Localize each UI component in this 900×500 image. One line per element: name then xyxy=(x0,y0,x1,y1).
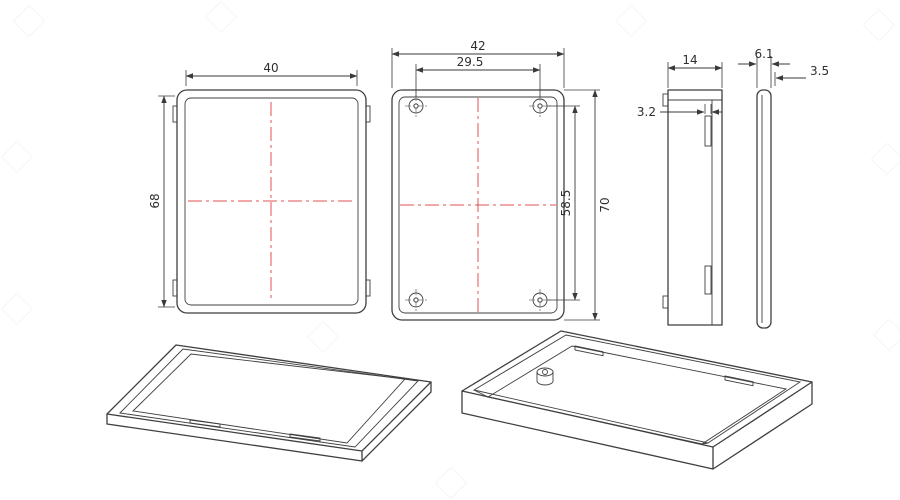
dimension-slot-width: 3.2 xyxy=(637,104,722,119)
inner-corner-edge xyxy=(473,389,489,398)
lid-inner-outline xyxy=(184,97,359,306)
watermark-icon xyxy=(0,292,34,326)
watermark-icon xyxy=(434,466,468,500)
dimension-side-depth: 14 xyxy=(667,53,723,88)
dim-label-base-width: 42 xyxy=(470,39,485,53)
watermark-icon xyxy=(614,4,648,38)
wall-slot xyxy=(724,375,754,387)
dimension-base-height: 70 xyxy=(564,89,612,321)
lid-top-view: 40 68 xyxy=(148,61,371,314)
base-front-right-wall xyxy=(712,381,813,470)
dim-label-base-height: 70 xyxy=(598,197,612,212)
lid-front-left-edge xyxy=(106,413,363,462)
dim-label-hole-pitch-x: 29.5 xyxy=(457,55,484,69)
dim-label-lid-width: 40 xyxy=(263,61,278,75)
lid-rim-slot xyxy=(189,419,221,428)
watermark-icon xyxy=(872,318,900,352)
lid-profile-outline xyxy=(756,89,772,329)
lid-rim-inner xyxy=(119,348,419,448)
base-rim-inner xyxy=(472,334,802,444)
boss-hole xyxy=(542,369,548,375)
screw-hole-bottom-left xyxy=(405,289,427,311)
side-view: 14 3.2 xyxy=(637,53,723,326)
dimension-hole-pitch-x: 29.5 xyxy=(415,55,541,97)
side-slot xyxy=(704,115,712,147)
dimension-hole-pitch-y: 58.5 xyxy=(547,105,580,301)
watermark-icon xyxy=(870,142,900,176)
screw-hole-top-left xyxy=(405,95,427,117)
base-floor xyxy=(486,345,788,445)
dim-label-lid-height: 68 xyxy=(148,193,162,208)
clip-notch xyxy=(172,279,178,297)
iso-lid-view xyxy=(106,344,432,462)
iso-base-view xyxy=(461,330,813,470)
dimension-lid-width: 40 xyxy=(185,61,358,86)
wall-slot xyxy=(574,345,604,357)
dim-label-side-depth: 14 xyxy=(682,53,697,67)
lid-front-right-edge xyxy=(361,381,432,462)
dimension-base-width: 42 xyxy=(391,39,565,88)
watermark-icon xyxy=(12,4,46,38)
lid-floor xyxy=(132,353,406,444)
watermark-icon xyxy=(0,140,34,174)
watermark-icon xyxy=(306,320,340,354)
screw-boss xyxy=(536,367,554,386)
inner-corner-edge xyxy=(701,442,709,445)
base-bottom-view: 42 29.5 58.5 70 xyxy=(391,39,612,321)
lid-profile-view: 6.1 3.5 xyxy=(738,47,829,329)
dim-label-lip-height: 3.5 xyxy=(810,64,829,78)
lid-outer-outline xyxy=(176,89,367,314)
base-inner-outline xyxy=(398,96,558,314)
base-outer-outline xyxy=(391,89,565,321)
base-front-left-wall xyxy=(461,390,714,470)
dimension-lid-thickness: 6.1 xyxy=(738,47,790,88)
clip-notch xyxy=(365,105,371,123)
watermark-icon xyxy=(204,0,238,34)
dimension-lid-height: 68 xyxy=(148,95,175,308)
clip-tab xyxy=(662,93,669,107)
dim-label-slot-width: 3.2 xyxy=(637,105,656,119)
boss-bottom xyxy=(536,380,554,386)
lid-rim-slot xyxy=(289,433,321,442)
clip-notch xyxy=(172,105,178,123)
clip-tab xyxy=(662,295,669,309)
dimension-lip-height: 3.5 xyxy=(774,64,829,86)
side-slot xyxy=(704,265,712,295)
watermark-icon xyxy=(862,8,896,42)
dim-label-lid-thickness: 6.1 xyxy=(754,47,773,61)
clip-notch xyxy=(365,279,371,297)
side-outline xyxy=(667,89,723,326)
dim-label-hole-pitch-y: 58.5 xyxy=(559,190,573,217)
